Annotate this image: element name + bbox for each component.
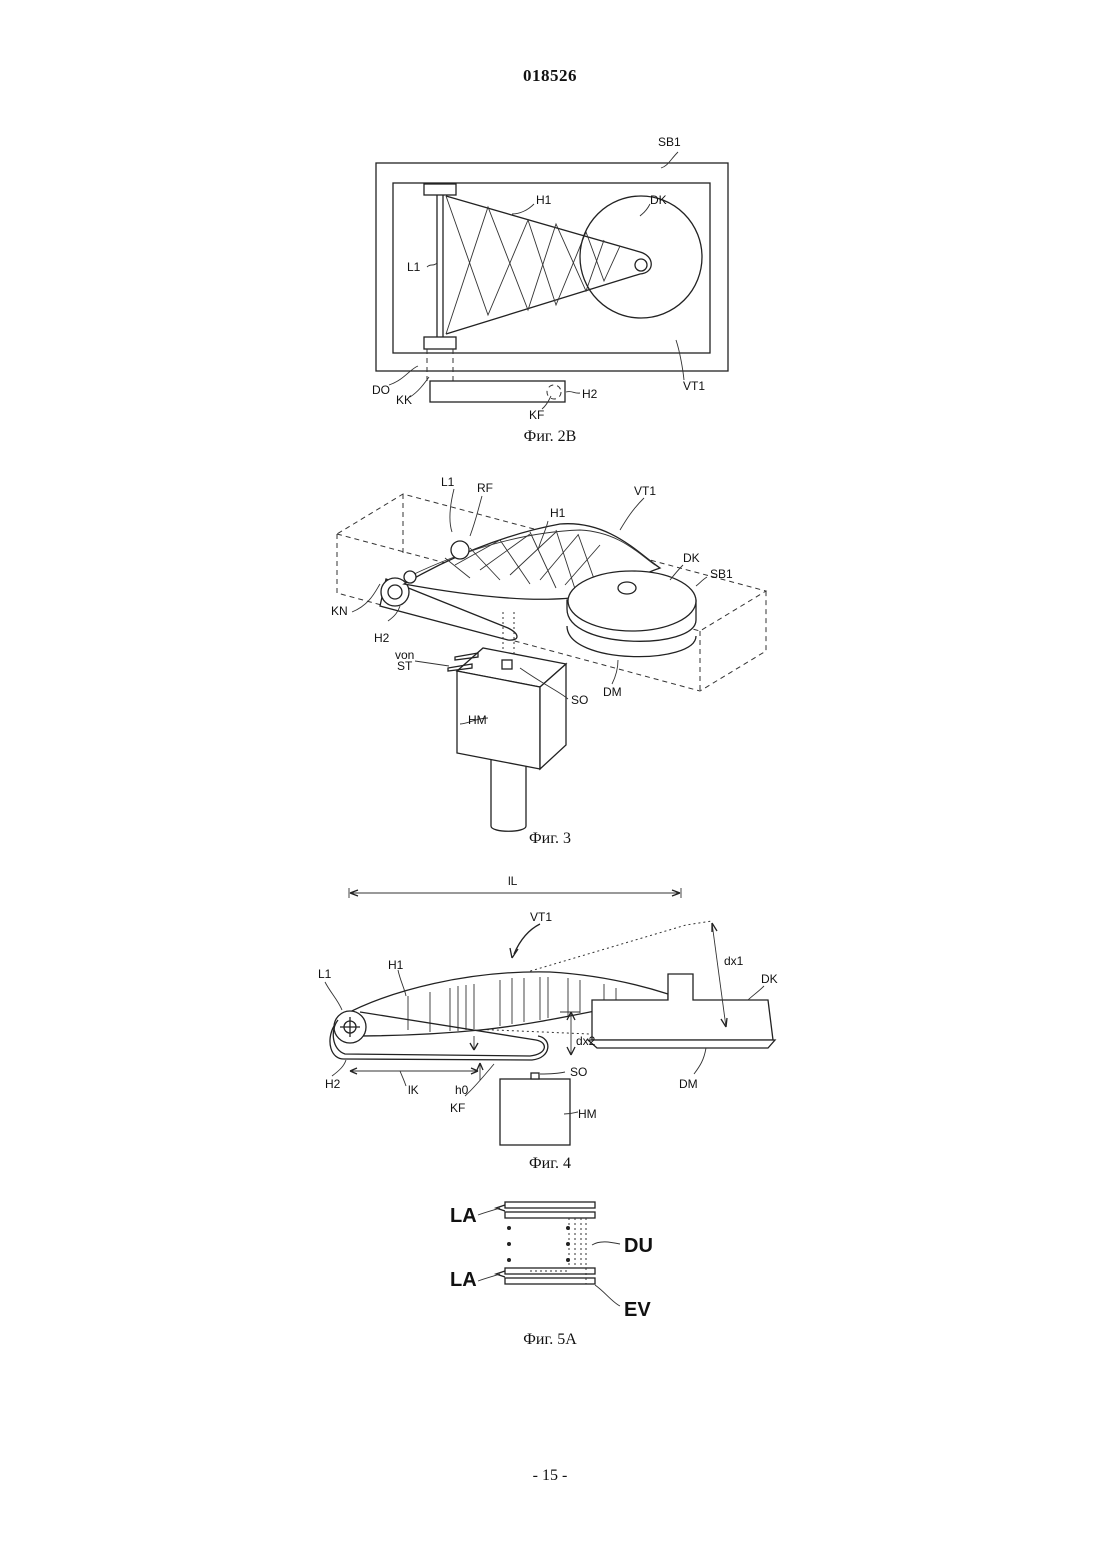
page-number: - 15 - [0, 1467, 1100, 1485]
fig5a-label-ev: EV [624, 1299, 651, 1321]
figure-5a-caption: Фиг. 5A [0, 1331, 1100, 1349]
fig5a-label-la-bottom: LA [450, 1269, 477, 1291]
figure-5a-drawing: LA DU LA EV [0, 0, 1100, 1330]
fig5a-label-du: DU [624, 1235, 653, 1257]
fig5a-label-la-top: LA [450, 1205, 477, 1227]
